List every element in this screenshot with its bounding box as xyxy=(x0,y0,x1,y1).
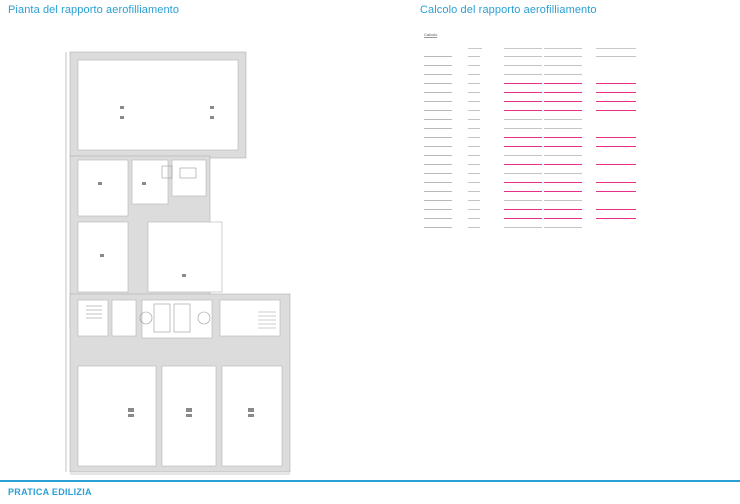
plan-title: Pianta del rapporto aerofilliamento xyxy=(8,4,180,16)
table-row xyxy=(420,198,670,204)
table-header: Calcolo xyxy=(424,32,438,38)
calc-title: Calcolo del rapporto aerofilliamento xyxy=(420,4,597,16)
table-row xyxy=(420,126,670,132)
table-row xyxy=(420,207,670,213)
table-row xyxy=(420,108,670,114)
table-row xyxy=(420,189,670,195)
table-row xyxy=(420,81,670,87)
footer-rule xyxy=(0,480,740,482)
table-row xyxy=(420,180,670,186)
table-row xyxy=(420,135,670,141)
table-row xyxy=(420,54,670,60)
footer-label: PRATICA EDILIZIA xyxy=(8,487,92,497)
table-row xyxy=(420,216,670,222)
table-row xyxy=(420,162,670,168)
table-row xyxy=(420,225,670,231)
table-row xyxy=(420,171,670,177)
table-row xyxy=(420,153,670,159)
table-row xyxy=(420,63,670,69)
floor-plan-drawing xyxy=(65,51,291,475)
table-row xyxy=(420,99,670,105)
table-row xyxy=(420,90,670,96)
table-row xyxy=(420,72,670,78)
table-row xyxy=(420,144,670,150)
calculation-table: Calcolo xyxy=(420,32,670,242)
table-row xyxy=(420,117,670,123)
